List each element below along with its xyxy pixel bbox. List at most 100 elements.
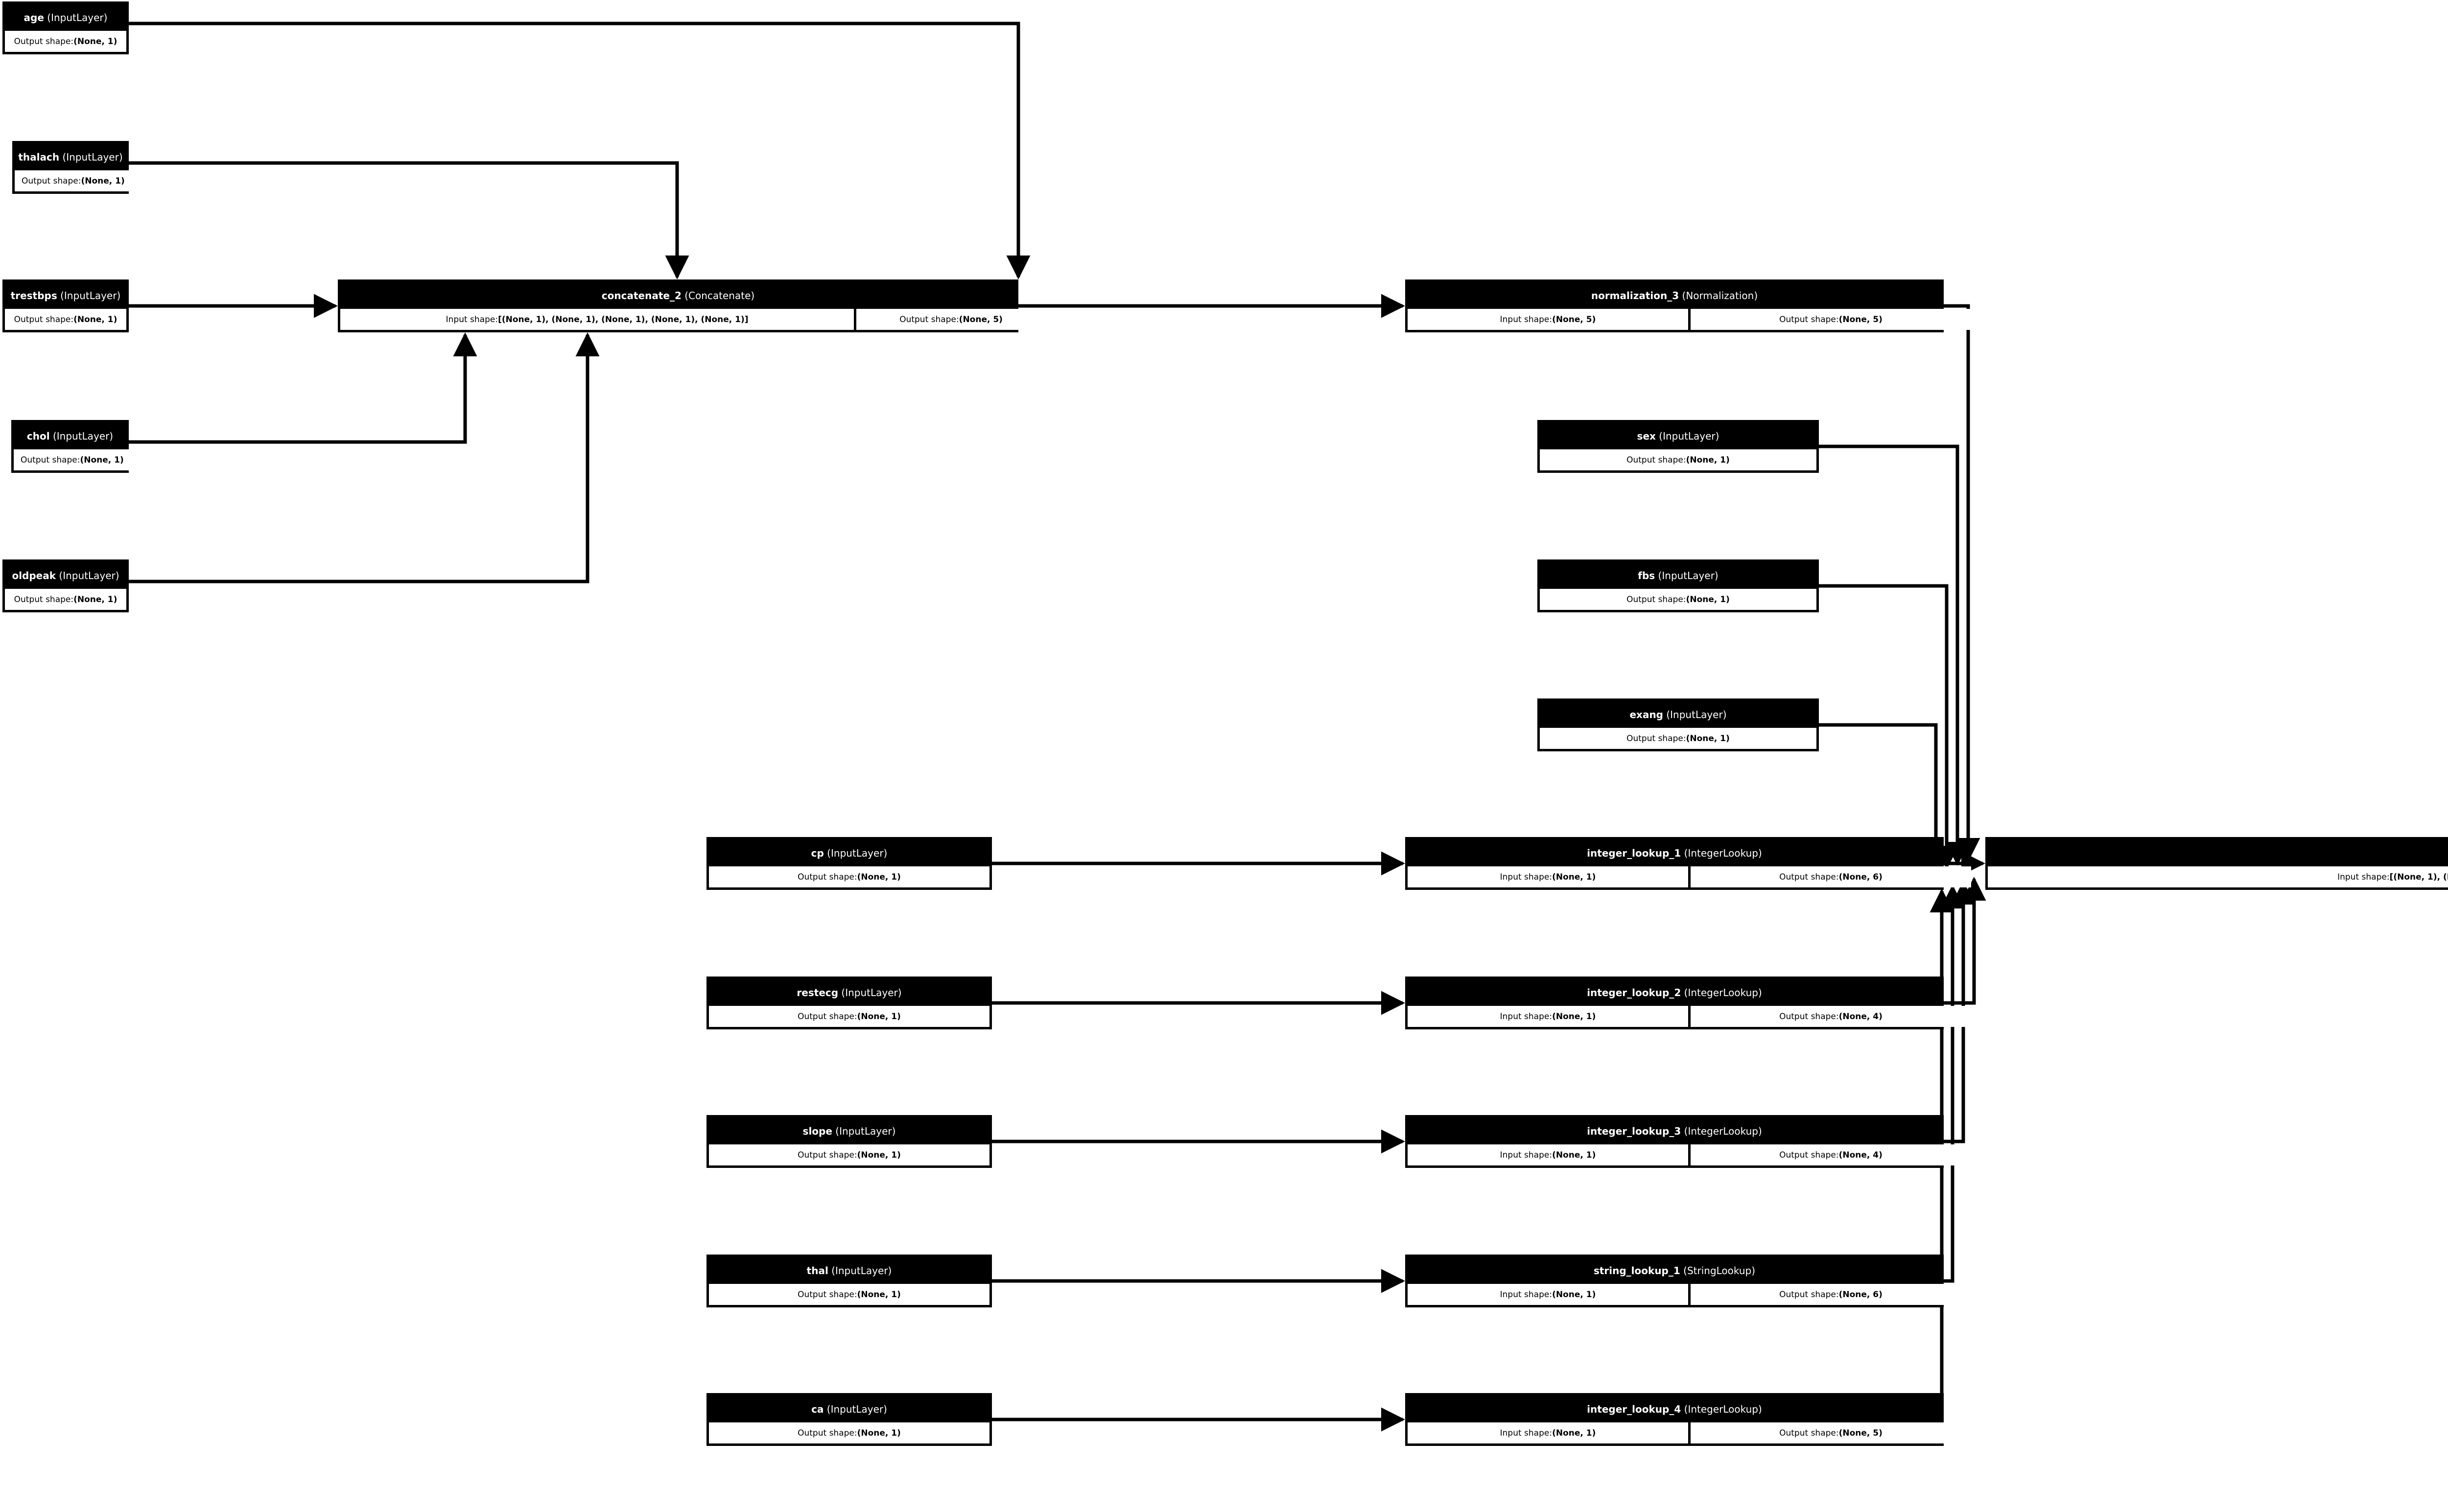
node-output-shape-value-thal: (None, 1) [857,1289,901,1300]
node-chol[interactable]: chol (InputLayer)Output shape: (None, 1) [11,420,131,473]
node-sex[interactable]: sex (InputLayer)Output shape: (None, 1) [1537,420,1819,473]
node-title-age: age (InputLayer) [5,4,126,31]
node-name-ca: ca [811,1403,824,1415]
node-restecg[interactable]: restecg (InputLayer) Output shape: (None,… [706,977,992,1029]
node-name-thal: thal [806,1264,828,1277]
node-output-shape-value-ca: (None, 1) [857,1428,901,1438]
node-concatenate_3[interactable]: concatenate_3 (Concatenate)Input shape: … [1985,837,2448,890]
edge-age-to-concatenate_2 [129,22,1031,279]
node-name-string_lookup_1: string_lookup_1 [1593,1264,1680,1277]
node-name-integer_lookup_3: integer_lookup_3 [1587,1125,1681,1137]
node-output-shape-thal: Output shape: (None, 1) [709,1284,989,1305]
node-shapes-string_lookup_1: Input shape: (None, 1)Output shape: (Non… [1408,1284,1971,1305]
node-integer_lookup_1[interactable]: integer_lookup_1 (IntegerLookup)Input sh… [1405,837,1971,890]
node-oldpeak[interactable]: oldpeak (InputLayer)Output shape: (None,… [2,559,129,612]
node-thal[interactable]: thal (InputLayer) Output shape: (None, 1) [706,1255,992,1307]
node-concatenate_2[interactable]: concatenate_2 (Concatenate)Input shape: … [338,279,1046,332]
node-slope[interactable]: slope (InputLayer)Output shape: (None, 1… [706,1115,992,1168]
node-title-integer_lookup_2: integer_lookup_2 (IntegerLookup) [1408,979,1941,1006]
node-shapes-integer_lookup_1: Input shape: (None, 1)Output shape: (Non… [1408,866,1971,887]
node-output-shape-value-exang: (None, 1) [1686,733,1730,744]
edge-sex-to-concatenate_3 [1819,444,1970,866]
node-normalization_3[interactable]: normalization_3 (Normalization)Input sha… [1405,279,1971,332]
node-output-shape-value-thalach: (None, 1) [81,176,125,186]
node-input-shape-value-integer_lookup_3: (None, 1) [1552,1150,1596,1160]
node-output-shape-value-trestbps: (None, 1) [73,314,118,325]
node-title-integer_lookup_3: integer_lookup_3 (IntegerLookup) [1408,1117,1941,1144]
node-integer_lookup_3[interactable]: integer_lookup_3 (IntegerLookup)Input sh… [1405,1115,1971,1168]
edge-string_lookup_1-to-concatenate_3 [1940,884,1965,1283]
node-integer_lookup_4[interactable]: integer_lookup_4 (IntegerLookup)Input sh… [1405,1393,1971,1446]
node-shapes-fbs: Output shape: (None, 1) [1540,589,1816,610]
node-class-exang: (InputLayer) [1663,708,1727,721]
node-title-ca: ca (InputLayer) [709,1396,989,1422]
node-input-shape-value-integer_lookup_4: (None, 1) [1552,1428,1596,1438]
node-thalach[interactable]: thalach (InputLayer)Output shape: (None,… [12,141,132,194]
node-output-shape-integer_lookup_2: Output shape: (None, 4) [1691,1006,1971,1027]
node-output-shape-value-string_lookup_1: (None, 6) [1838,1289,1883,1300]
node-class-restecg: (InputLayer) [838,986,902,999]
node-name-slope: slope [802,1125,832,1137]
node-output-shape-normalization_3: Output shape: (None, 5) [1691,309,1971,330]
node-name-thalach: thalach [18,151,60,163]
node-shapes-integer_lookup_3: Input shape: (None, 1)Output shape: (Non… [1408,1144,1971,1165]
node-exang[interactable]: exang (InputLayer)Output shape: (None, 1… [1537,698,1819,751]
node-input-shape-value-integer_lookup_1: (None, 1) [1552,872,1596,882]
node-shapes-trestbps: Output shape: (None, 1) [5,309,126,330]
node-input-shape-normalization_3: Input shape: (None, 5) [1408,309,1688,330]
node-class-thal: (InputLayer) [828,1264,892,1277]
node-shapes-concatenate_3: Input shape: [(None, 1), (None, 1), (Non… [1988,866,2448,887]
node-shapes-slope: Output shape: (None, 1) [709,1144,989,1165]
node-class-chol: (InputLayer) [49,430,114,442]
node-input-shape-concatenate_2: Input shape: [(None, 1), (None, 1), (Non… [340,309,854,330]
node-output-shape-value-oldpeak: (None, 1) [73,594,118,605]
node-output-shape-value-integer_lookup_1: (None, 6) [1838,872,1883,882]
node-output-shape-restecg: Output shape: (None, 1) [709,1006,989,1027]
node-input-shape-concatenate_3: Input shape: [(None, 1), (None, 1), (Non… [1988,866,2448,887]
node-output-shape-concatenate_2: Output shape: (None, 5) [856,309,1046,330]
node-title-concatenate_2: concatenate_2 (Concatenate) [340,282,1016,309]
node-title-fbs: fbs (InputLayer) [1540,562,1816,589]
node-integer_lookup_2[interactable]: integer_lookup_2 (IntegerLookup)Input sh… [1405,977,1971,1029]
node-class-integer_lookup_2: (IntegerLookup) [1681,986,1762,999]
node-title-string_lookup_1: string_lookup_1 (StringLookup) [1408,1257,1941,1284]
node-age[interactable]: age (InputLayer)Output shape: (None, 1) [2,1,129,54]
node-title-thalach: thalach (InputLayer) [15,143,126,170]
node-class-integer_lookup_1: (IntegerLookup) [1681,847,1762,859]
node-input-shape-integer_lookup_3: Input shape: (None, 1) [1408,1144,1688,1165]
node-input-shape-value-string_lookup_1: (None, 1) [1552,1289,1596,1300]
node-input-shape-value-normalization_3: (None, 5) [1552,314,1596,325]
node-class-normalization_3: (Normalization) [1679,289,1758,302]
node-shapes-cp: Output shape: (None, 1) [709,866,989,887]
edge-chol-to-concatenate_2 [129,332,477,444]
edge-integer_lookup_2-to-concatenate_3 [1944,877,1986,1005]
node-name-restecg: restecg [797,986,839,999]
node-title-sex: sex (InputLayer) [1540,422,1816,449]
node-class-trestbps: (InputLayer) [57,289,121,302]
node-fbs[interactable]: fbs (InputLayer)Output shape: (None, 1) [1537,559,1819,612]
node-name-oldpeak: oldpeak [12,569,56,582]
node-output-shape-age: Output shape: (None, 1) [5,31,126,52]
node-title-oldpeak: oldpeak (InputLayer) [5,562,126,589]
node-input-shape-value-concatenate_2: [(None, 1), (None, 1), (None, 1), (None,… [498,314,749,325]
edge-normalization_3-to-concatenate_3 [1944,304,1980,862]
node-class-age: (InputLayer) [44,11,108,23]
node-title-normalization_3: normalization_3 (Normalization) [1408,282,1941,309]
node-output-shape-fbs: Output shape: (None, 1) [1540,589,1816,610]
node-trestbps[interactable]: trestbps (InputLayer)Output shape: (None… [2,279,129,332]
node-output-shape-integer_lookup_3: Output shape: (None, 4) [1691,1144,1971,1165]
node-name-age: age [24,11,44,23]
node-ca[interactable]: ca (InputLayer)Output shape: (None, 1) [706,1393,992,1446]
node-output-shape-value-restecg: (None, 1) [857,1011,901,1022]
node-string_lookup_1[interactable]: string_lookup_1 (StringLookup)Input shap… [1405,1255,1971,1307]
node-output-shape-value-integer_lookup_2: (None, 4) [1838,1011,1883,1022]
node-input-shape-string_lookup_1: Input shape: (None, 1) [1408,1284,1688,1305]
edge-fbs-to-concatenate_3 [1819,584,1959,870]
node-name-concatenate_2: concatenate_2 [601,289,682,302]
node-title-integer_lookup_1: integer_lookup_1 (IntegerLookup) [1408,839,1941,866]
node-title-chol: chol (InputLayer) [14,422,126,449]
node-output-shape-integer_lookup_1: Output shape: (None, 6) [1691,866,1971,887]
node-class-cp: (InputLayer) [824,847,888,859]
node-cp[interactable]: cp (InputLayer)Output shape: (None, 1) [706,837,992,890]
node-output-shape-chol: Output shape: (None, 1) [14,449,131,470]
